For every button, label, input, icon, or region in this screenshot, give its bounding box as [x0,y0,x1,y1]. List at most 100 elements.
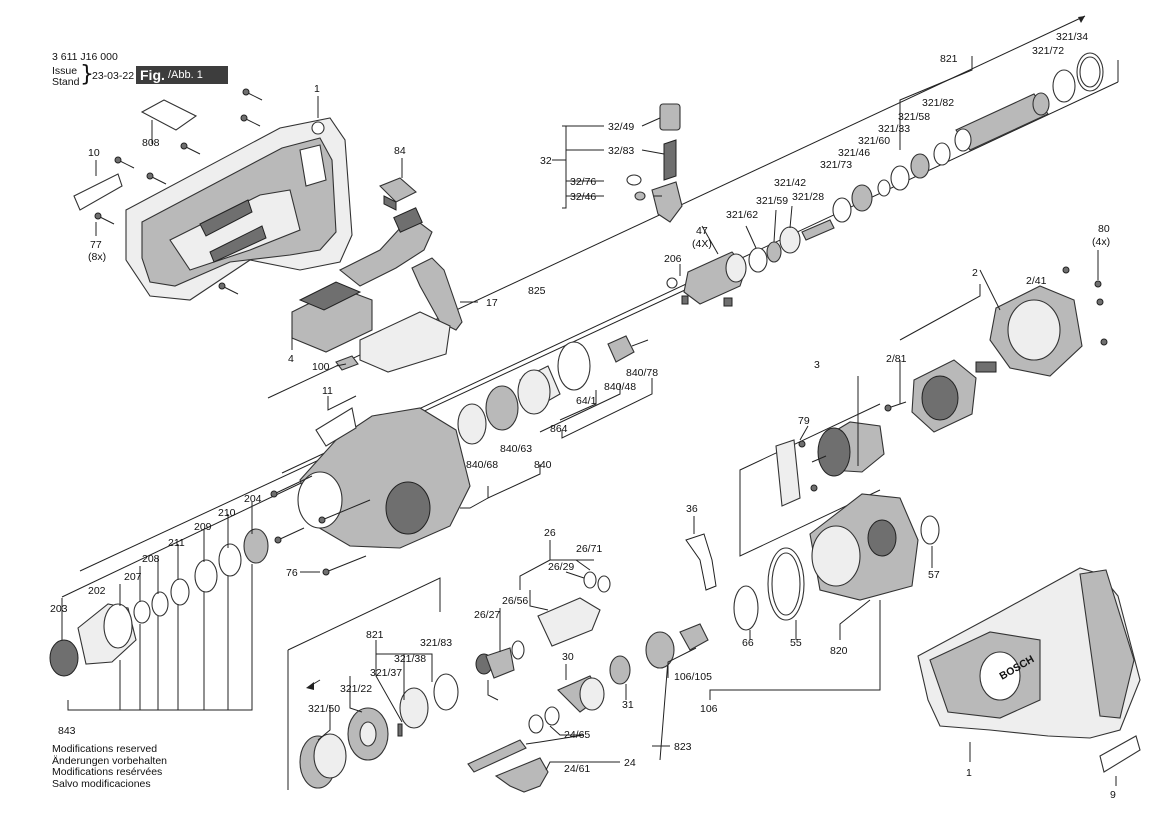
gear-group-26 [475,571,611,679]
part-label: 26/29 [548,561,574,573]
part-label: 864 [550,423,568,435]
part-label: 24/61 [564,763,590,775]
ring-321-59 [766,241,782,263]
part-label: 321/58 [898,111,930,123]
part-label: 24 [624,757,636,769]
part-label: 840/48 [604,381,636,393]
issue-label: Issue [52,65,78,77]
part-label: 202 [88,585,106,597]
gear-housing-820 [809,493,919,601]
oring-321-83 [433,673,459,711]
oring-57 [920,515,940,545]
part-labels: 1 808 10 77 (8x) 84 17 4 100 825 32 32/4… [50,31,1116,801]
ring-208 [151,591,169,617]
part-label: 47 [696,225,708,237]
label-plate-10 [73,173,123,211]
part-label: 24/65 [564,729,590,741]
spring-clip-36 [685,533,717,591]
part-label: 31 [622,699,634,711]
part-label: 321/83 [420,637,452,649]
part-label: 321/37 [370,667,402,679]
part-label: 321/60 [858,135,890,147]
part-label: 2/81 [886,353,907,365]
ring-321-38 [399,687,429,729]
ring-210 [218,543,242,577]
part-label: 76 [286,567,298,579]
part-label: 32/46 [570,191,596,203]
trigger-17 [411,257,463,331]
dust-cap-203 [49,639,79,677]
part-label: 26/27 [474,609,500,621]
figure-badge: Fig. /Abb. 1 [136,66,228,84]
ring-321-60 [877,179,891,197]
part-label: 66 [742,637,754,649]
chuck-sleeve-202 [77,603,137,665]
part-label: 207 [124,571,142,583]
ring-321-62 [748,247,768,273]
figure-label: Fig. [140,67,165,83]
part-label: 321/38 [394,653,426,665]
part-label: 821 [366,629,384,641]
bearing-840-63 [485,385,519,431]
part-label: 4 [288,353,294,365]
stator-2 [911,359,997,433]
bushing-321-46 [851,184,873,212]
ring-24-65 [528,706,560,734]
part-label: 321/46 [838,147,870,159]
ring-321-82 [933,142,951,166]
part-label: 32/83 [608,145,634,157]
switch-84 [379,177,417,211]
part-label: 57 [928,569,940,581]
clutch-321-50 [299,733,347,789]
ring-66 [733,585,759,631]
part-label: 321/59 [756,195,788,207]
part-label: 203 [50,603,68,615]
part-label: 208 [142,553,160,565]
part-label: 820 [830,645,848,657]
housing-half-right [917,567,1141,739]
screws-204 [270,475,371,544]
part-label: 32 [540,155,552,167]
part-label: 206 [664,253,682,265]
part-label: 210 [218,507,236,519]
cable-clip-100 [335,355,359,371]
part-label: 211 [168,537,185,549]
part-label: 321/42 [774,177,806,189]
spring-106-105 [679,623,709,651]
part-label: 9 [1110,789,1116,801]
bushing-864 [517,365,561,415]
part-label: 321/62 [726,209,758,221]
part-label: 2/41 [1026,275,1047,287]
part-label: 55 [790,637,802,649]
part-label: 840/68 [466,459,498,471]
fan-housing-2-41 [989,285,1083,377]
part-label: 77 [90,239,102,251]
clamp-840-48 [607,335,635,363]
part-label: 32/76 [570,176,596,188]
bearing-321-28 [779,226,801,254]
part-label: 840/63 [500,443,532,455]
document-number: 3 611 J16 000 [52,51,118,63]
shaft-24 [467,739,527,773]
part-label: 1 [314,83,320,95]
part-label: (4X) [692,238,712,250]
issue-date: 23-03-22 [92,70,135,82]
part-label: 10 [88,147,100,159]
stand-label: Stand [52,76,80,88]
note-line-es: Salvo modificaciones [52,777,151,790]
housing-half-left [125,117,353,301]
ring-321-58 [910,153,930,179]
bearing-31 [609,655,631,685]
part-label: 3 [814,359,820,371]
part-label: 321/73 [820,159,852,171]
armature-3 [811,421,885,477]
wobble-30 [557,675,605,713]
part-label: 840/78 [626,367,658,379]
part-label: 204 [244,493,262,505]
gear-106 [645,631,675,669]
clip-24-61 [494,757,549,793]
part-label: 209 [194,521,212,533]
screw-set-77 [94,88,263,295]
part-label: 36 [686,503,698,515]
ring-64-1 [557,341,591,391]
